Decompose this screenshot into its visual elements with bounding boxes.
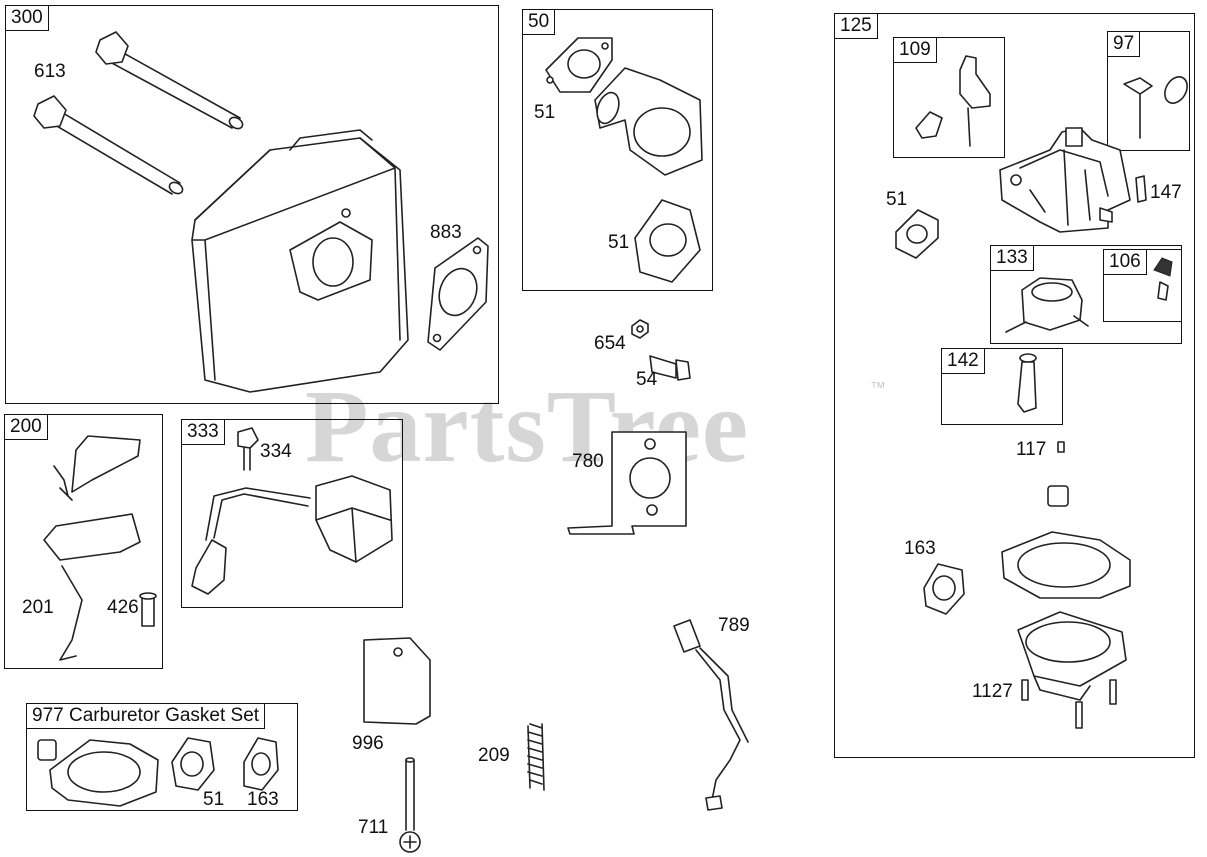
label-334: 334 <box>260 441 292 462</box>
float-drawing[interactable] <box>1005 277 1089 333</box>
group-tag-109: 109 <box>894 38 937 63</box>
group-box-109[interactable]: 109 <box>893 37 1005 158</box>
gasket-163-drawing[interactable] <box>923 563 965 615</box>
group-box-125[interactable]: 125 <box>834 13 1195 758</box>
label-883: 883 <box>430 222 462 243</box>
bowl-screws-drawing[interactable] <box>1021 679 1117 729</box>
float-bowl-drawing[interactable] <box>1017 611 1127 701</box>
label-711: 711 <box>358 817 389 838</box>
group-tag-300: 300 <box>6 6 49 31</box>
spring-209-drawing[interactable] <box>527 723 545 791</box>
group-tag-200: 200 <box>5 415 48 440</box>
ignition-armature-drawing[interactable] <box>191 475 393 595</box>
carburetor-body-drawing[interactable] <box>999 127 1131 233</box>
wire-harness-789-drawing[interactable] <box>673 619 749 811</box>
group-tag-106: 106 <box>1104 250 1147 275</box>
label-1127: 1127 <box>972 681 1013 702</box>
group-box-50[interactable]: 50 <box>522 9 713 291</box>
float-bowl-gasket-drawing[interactable] <box>1001 531 1131 599</box>
label-51-gasket-set: 51 <box>203 789 225 810</box>
label-163-gasket-set: 163 <box>247 789 279 810</box>
screw-711-drawing[interactable] <box>399 757 421 853</box>
armature-bolt-334-drawing[interactable] <box>237 427 259 471</box>
group-tag-977: 977 Carburetor Gasket Set <box>27 704 266 729</box>
float-needle-drawing[interactable] <box>1153 257 1173 301</box>
group-box-97[interactable]: 97 <box>1107 31 1190 151</box>
choke-shaft-drawing[interactable] <box>1123 73 1192 139</box>
group-tag-142: 142 <box>942 349 985 374</box>
label-147: 147 <box>1150 182 1182 203</box>
label-780: 780 <box>572 451 604 472</box>
label-51-elbow-top: 51 <box>534 102 556 123</box>
label-163-carburetor: 163 <box>904 538 936 559</box>
jet-117-drawing[interactable] <box>1047 441 1069 507</box>
label-996: 996 <box>352 733 384 754</box>
gasket-set-drawing[interactable] <box>37 737 279 807</box>
group-box-106[interactable]: 106 <box>1103 249 1182 322</box>
throttle-shaft-drawing[interactable] <box>915 55 991 147</box>
group-tag-97: 97 <box>1108 32 1141 57</box>
trademark-mark: ™ <box>870 380 886 397</box>
group-box-200[interactable]: 200 <box>4 414 163 669</box>
label-789: 789 <box>718 615 750 636</box>
group-tag-133: 133 <box>991 246 1034 271</box>
main-nozzle-drawing[interactable] <box>1017 353 1037 413</box>
muffler-drawing[interactable] <box>191 129 409 393</box>
spacer-426-drawing[interactable] <box>139 592 157 627</box>
group-box-142[interactable]: 142 <box>941 348 1063 425</box>
label-51-elbow-bottom: 51 <box>608 232 630 253</box>
group-tag-333: 333 <box>182 420 225 445</box>
group-box-133[interactable]: 133 <box>990 245 1182 344</box>
label-613: 613 <box>34 61 66 82</box>
carburetor-screw-drawing[interactable] <box>1135 175 1147 203</box>
label-54: 54 <box>636 369 658 390</box>
carburetor-gasket-51-drawing[interactable] <box>895 209 939 259</box>
group-tag-125: 125 <box>835 14 878 39</box>
nut-and-bolt-drawing[interactable] <box>631 319 691 381</box>
cover-plate-996-drawing[interactable] <box>363 637 431 725</box>
label-51-carburetor: 51 <box>886 189 908 210</box>
label-201: 201 <box>22 597 54 618</box>
group-box-977[interactable]: 977 Carburetor Gasket Set <box>26 703 298 811</box>
muffler-gasket-drawing[interactable] <box>427 237 489 351</box>
bracket-plate-drawing[interactable] <box>567 431 687 535</box>
label-426: 426 <box>107 597 139 618</box>
label-209: 209 <box>478 745 510 766</box>
intake-elbow-drawing[interactable] <box>545 37 703 283</box>
muffler-bolts-drawing[interactable] <box>33 31 245 196</box>
group-tag-50: 50 <box>523 10 556 35</box>
label-654: 654 <box>594 333 626 354</box>
governor-linkage-drawing[interactable] <box>43 435 141 661</box>
group-box-300[interactable]: 300 <box>5 5 499 404</box>
group-box-333[interactable]: 333 <box>181 419 403 608</box>
label-117: 117 <box>1016 439 1047 460</box>
